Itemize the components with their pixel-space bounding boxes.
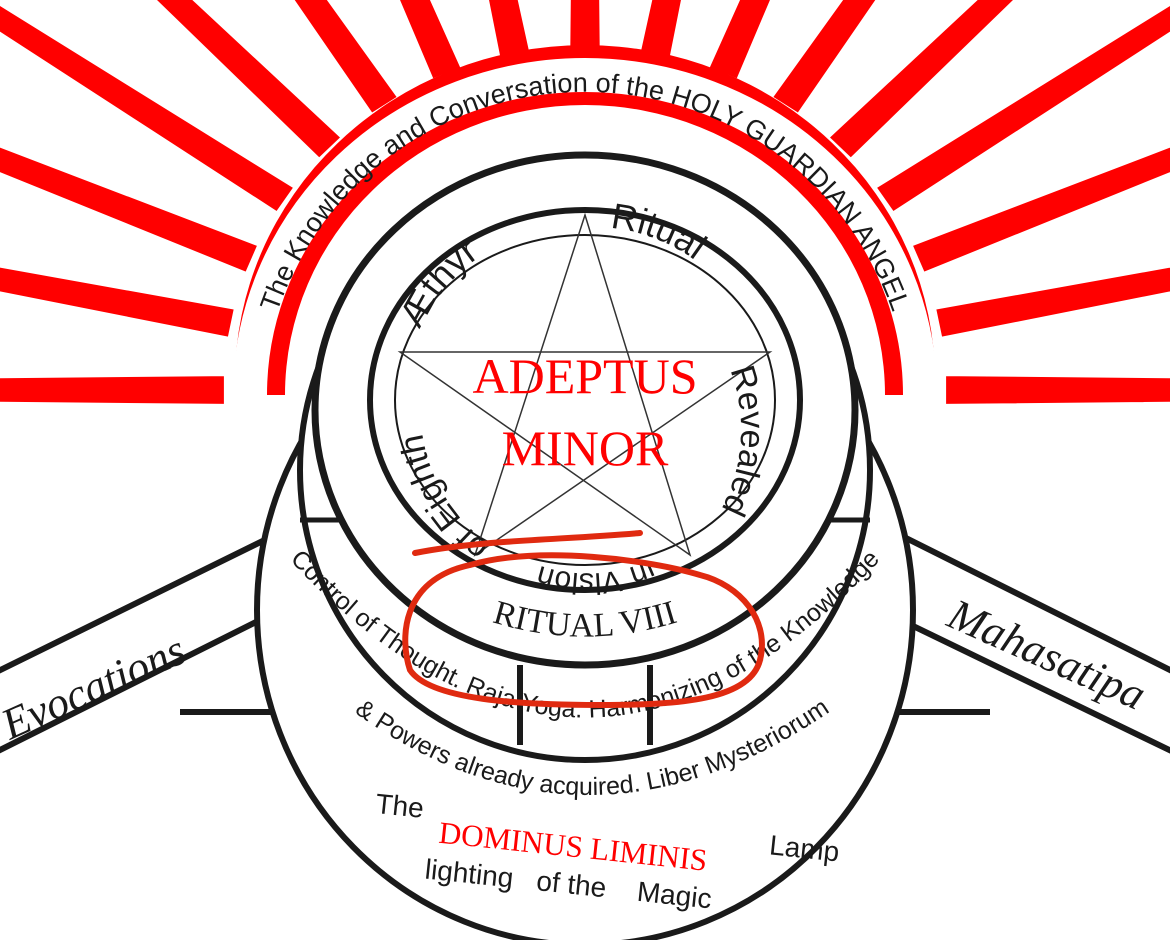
- red-annotation-circle: [402, 530, 765, 709]
- left-band: Evocations: [0, 525, 304, 754]
- ray: [825, 0, 1018, 162]
- ray: [909, 144, 1170, 276]
- pentagram-circle: [394, 234, 776, 566]
- ray: [0, 373, 227, 407]
- ray: [943, 373, 1170, 407]
- arc-title-band: [233, 58, 937, 396]
- grade-line-1: ADEPTUS: [472, 348, 697, 404]
- ray: [872, 2, 1170, 216]
- ray: [152, 0, 345, 162]
- ray: [0, 264, 238, 341]
- grade-line-2: MINOR: [502, 420, 669, 476]
- ray: [932, 264, 1170, 341]
- red-rays: [0, 0, 1170, 407]
- right-band: Mahasatipa: [876, 525, 1170, 754]
- pentagram-ring: [367, 207, 803, 593]
- ray: [0, 144, 261, 276]
- pentagram: [397, 212, 773, 557]
- lower-line-3-pre: The: [374, 788, 425, 824]
- ray: [567, 0, 603, 50]
- lower-line-3-post: Lamp: [768, 829, 841, 867]
- ray: [0, 2, 298, 216]
